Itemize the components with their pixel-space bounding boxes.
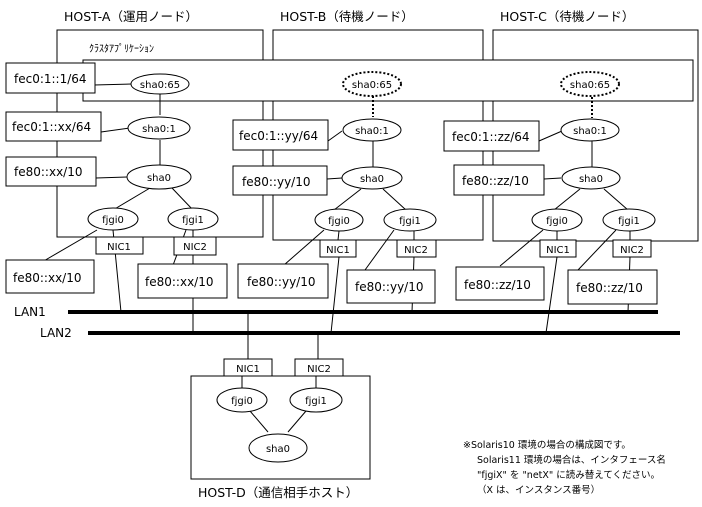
host-c-fjgi1 <box>602 208 656 232</box>
interfaces-fjgi1-label: fjgi1 <box>182 215 204 226</box>
note: ※Solaris10 環境の場合の構成図です。 Solaris11 環境の場合は… <box>463 439 666 496</box>
addresses-c-fjgi0-label: fe80::zz/10 <box>464 278 531 292</box>
host-c-sha0 <box>561 166 621 190</box>
host-a-fjgi1 <box>167 207 219 231</box>
note-line4-label: （X は、インスタンス番号） <box>477 484 600 496</box>
interfaces-nic1-label: NIC1 <box>326 245 350 256</box>
host-b-fjgi1 <box>383 208 437 232</box>
host-b-sha0-1 <box>342 118 402 142</box>
host-c-fjgi0 <box>531 208 583 232</box>
note-line1-label: ※Solaris10 環境の場合の構成図です。 <box>463 439 631 451</box>
interfaces-sha0-label: sha0 <box>147 173 171 184</box>
interfaces-nic2-label: NIC2 <box>620 245 644 256</box>
host-d-sha0 <box>248 433 308 463</box>
host-c-title: HOST-C（待機ノード） <box>500 9 634 24</box>
lan1-label: LAN1 <box>14 305 46 319</box>
host-b-fjgi0 <box>314 208 364 232</box>
host-d-nic1 <box>223 358 273 377</box>
host-a-nic2 <box>173 236 217 256</box>
lan2-label: LAN2 <box>40 326 72 340</box>
host-b-title: HOST-B（待機ノード） <box>280 9 414 24</box>
interfaces-nic2-label: NIC2 <box>307 364 331 375</box>
host-c-group: fec0:1::zz/64 fe80::zz/10 fe80::zz/10 fe… <box>443 71 658 334</box>
addresses-c-fjgi1-label: fe80::zz/10 <box>576 281 643 295</box>
host-d-nic2 <box>294 358 344 377</box>
interfaces-sha0-65-label: sha0:65 <box>140 80 180 91</box>
addresses-a-sha0-1-label: fec0:1::xx/64 <box>12 120 91 134</box>
addresses-a-fjgi0-label: fe80::xx/10 <box>13 271 81 285</box>
interfaces-fjgi0-label: fjgi0 <box>546 216 568 227</box>
interfaces-nic1-label: NIC1 <box>236 364 260 375</box>
host-d-box <box>190 375 371 480</box>
note-line3-label: "fjgiX" を "netX" に読み替えてください。 <box>477 469 660 481</box>
interfaces-nic1-label: NIC1 <box>107 242 131 253</box>
host-a-title: HOST-A（運用ノード） <box>64 9 198 24</box>
interfaces-sha0-1-label: sha0:1 <box>355 126 389 137</box>
host-d-fjgi1 <box>289 387 343 413</box>
host-c-sha0-65 <box>560 71 620 97</box>
host-c-nic1 <box>539 239 577 258</box>
interfaces-fjgi0-label: fjgi0 <box>328 216 350 227</box>
addresses-b-sha0-label: fe80::yy/10 <box>242 175 310 189</box>
host-a-nic1 <box>95 236 144 255</box>
interfaces-sha0-65-label: sha0:65 <box>570 80 610 91</box>
addresses-c-sha0-label: fe80::zz/10 <box>462 174 529 188</box>
interfaces-sha0-label: sha0 <box>579 174 603 185</box>
interfaces-sha0-1-label: sha0:1 <box>573 126 607 137</box>
host-b-sha0-65 <box>342 71 402 97</box>
addresses-b-fjgi0-label: fe80::yy/10 <box>247 275 315 289</box>
addresses-a-sha0-label: fe80::xx/10 <box>14 165 82 179</box>
host-a-sha0 <box>126 164 192 190</box>
host-c-nic2 <box>612 239 652 258</box>
addresses-a-takeover-label: fec0:1::1/64 <box>14 72 87 86</box>
host-d-fjgi0 <box>216 387 268 413</box>
host-a-fjgi0 <box>87 207 139 231</box>
host-d-title: HOST-D（通信相手ホスト） <box>198 485 358 500</box>
host-a-sha0-65 <box>130 73 190 95</box>
interfaces-fjgi1-label: fjgi1 <box>618 216 640 227</box>
interfaces-fjgi1-label: fjgi1 <box>305 396 327 407</box>
interfaces-nic2-label: NIC2 <box>404 245 428 256</box>
addresses-b-fjgi1-label: fe80::yy/10 <box>355 280 423 294</box>
interfaces-sha0-1-label: sha0:1 <box>142 124 176 135</box>
host-a-group: fec0:1::1/64 fec0:1::xx/64 fe80::xx/10 f… <box>5 62 228 333</box>
addresses-a-fjgi1-label: fe80::xx/10 <box>145 275 213 289</box>
host-b-group: fec0:1::yy/64 fe80::yy/10 fe80::yy/10 fe… <box>232 71 437 334</box>
interfaces-nic1-label: NIC1 <box>546 245 570 256</box>
interfaces-sha0-label: sha0 <box>360 174 384 185</box>
host-a-sha0-1 <box>127 116 191 140</box>
host-b-nic2 <box>396 239 437 258</box>
interfaces-fjgi0-label: fjgi0 <box>231 396 253 407</box>
host-b-nic1 <box>319 239 357 258</box>
addresses-b-sha0-1-label: fec0:1::yy/64 <box>239 129 318 143</box>
host-c-sha0-1 <box>560 118 620 142</box>
interfaces-fjgi0-label: fjgi0 <box>102 215 124 226</box>
addresses-c-sha0-1-label: fec0:1::zz/64 <box>452 130 530 144</box>
interfaces-fjgi1-label: fjgi1 <box>399 216 421 227</box>
interfaces-sha0-label: sha0 <box>266 444 290 455</box>
host-b-sha0 <box>341 166 403 190</box>
cluster-application-label: ｸﾗｽﾀｱﾌﾟﾘｹｰｼｮﾝ <box>89 43 154 55</box>
host-d-group: NIC1 NIC2 fjgi0 fjgi1 sha0 <box>216 312 344 463</box>
note-line2-label: Solaris11 環境の場合は、インタフェース名 <box>477 454 666 466</box>
interfaces-nic2-label: NIC2 <box>183 242 207 253</box>
interfaces-sha0-65-label: sha0:65 <box>352 80 392 91</box>
